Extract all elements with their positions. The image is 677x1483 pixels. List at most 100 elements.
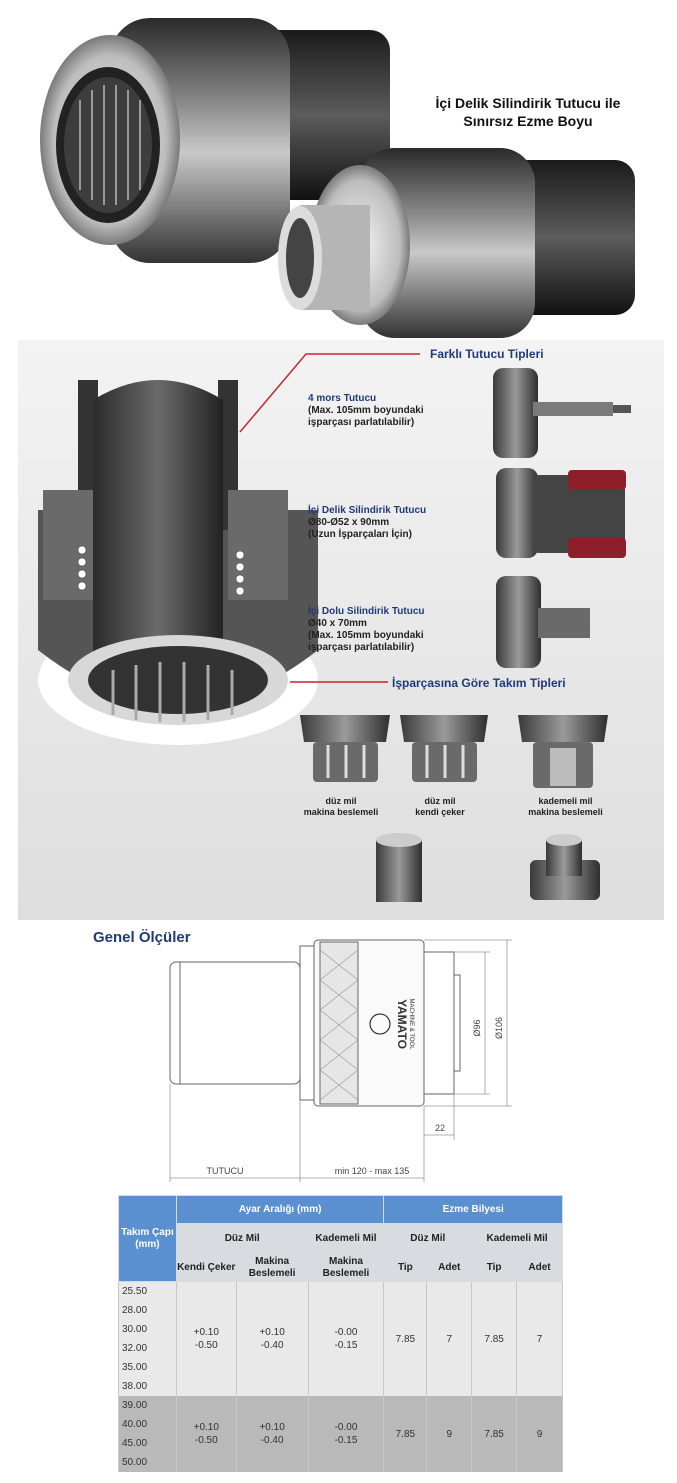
- diameter-list: 39.00 40.00 45.00 50.00: [118, 1396, 177, 1472]
- header-kademeli-makina: Makina Beslemeli: [307, 1253, 385, 1282]
- holder-type-note-1: 4 mors Tutucu (Max. 105mm boyundaki işpa…: [308, 393, 424, 429]
- dim-holder-label: TUTUCU: [207, 1166, 244, 1176]
- brand-logo-icon: [369, 1013, 391, 1035]
- diameter-value: 39.00: [122, 1400, 148, 1411]
- dim-d96: Ø96: [472, 1019, 482, 1036]
- holder-illustration: [38, 353, 631, 902]
- hero-title-line-1: İçi Delik Silindirik Tutucu ile: [435, 95, 621, 111]
- holder-type-2-line-1: Ø80-Ø52 x 90mm: [308, 517, 390, 528]
- tool-type-3-image: [518, 715, 608, 788]
- cell-duz-tip: 7.85: [383, 1396, 428, 1472]
- cell-kad-tip: 7.85: [471, 1396, 518, 1472]
- workpiece-stepped-image: [530, 834, 600, 900]
- drawing-brand: YAMATO: [395, 999, 409, 1049]
- cell-kad-adet: 9: [516, 1396, 563, 1472]
- tolerance-lower: -0.50: [194, 1435, 218, 1446]
- holder-type-3-line-3: işparçası parlatılabilir): [308, 642, 415, 653]
- dimensions-title: Genel Ölçüler: [93, 929, 191, 946]
- dimension-drawing-section: Genel Ölçüler YAMATO MACHINE & TOOL: [0, 920, 677, 1195]
- table-row: 39.00 40.00 45.00 50.00 +0.10 -0.50 +0.10…: [118, 1396, 563, 1472]
- hero-product-illustration: [40, 18, 635, 338]
- cell-kendi: +0.10 -0.50: [175, 1281, 237, 1396]
- tool-type-2-line-2: kendi çeker: [415, 807, 465, 817]
- header-kad-adet: Adet: [516, 1253, 563, 1282]
- holder-type-3-title: İçi Dolu Silindirik Tutucu: [308, 606, 425, 617]
- tool-type-1-caption: düz mil makina beslemeli: [286, 796, 396, 818]
- table-row: 25.50 28.00 30.00 32.00 35.00 38.00 +0.1…: [118, 1281, 563, 1396]
- holder-type-note-2: İçi Delik Silindirik Tutucu Ø80-Ø52 x 90…: [308, 505, 426, 541]
- cell-kad-tip: 7.85: [471, 1281, 518, 1396]
- cell-duz-adet: 7: [426, 1281, 473, 1396]
- tolerance-upper: +0.10: [193, 1327, 219, 1338]
- holder-type-solid-image: [496, 576, 590, 668]
- diameter-value: 32.00: [122, 1343, 148, 1354]
- dim-d106: Ø106: [494, 1017, 504, 1039]
- spec-table: Takım Çapı (mm) Ayar Aralığı (mm) Ezme B…: [118, 1195, 563, 1472]
- tool-types-title: İşparçasına Göre Takım Tipleri: [392, 676, 566, 690]
- hero-photo-section: İçi Delik Silindirik Tutucu ile Sınırsız…: [0, 0, 677, 340]
- tool-type-1-image: [300, 715, 390, 782]
- cell-duz-adet: 9: [426, 1396, 473, 1472]
- cutaway-holder: [38, 380, 318, 745]
- header-duz-adet: Adet: [426, 1253, 473, 1282]
- diameter-value: 35.00: [122, 1362, 148, 1373]
- tool-type-3-line-1: kademeli mil: [538, 796, 593, 806]
- holder-type-2-line-2: (Uzun İşparçaları İçin): [308, 529, 412, 540]
- tool-unit-left: [40, 18, 390, 263]
- sub-header-kademeli: Kademeli Mil: [307, 1223, 385, 1254]
- cell-makina: +0.10 -0.40: [235, 1396, 309, 1472]
- cell-kendi: +0.10 -0.50: [175, 1396, 237, 1472]
- group-header-adjust: Ayar Aralığı (mm): [175, 1195, 385, 1224]
- holder-type-3-line-2: (Max. 105mm boyundaki: [308, 630, 424, 641]
- tolerance-upper: +0.10: [259, 1422, 285, 1433]
- header-kad-tip: Tip: [471, 1253, 518, 1282]
- knurled-ring: [319, 949, 359, 1101]
- holder-type-1-title: 4 mors Tutucu: [308, 393, 377, 404]
- header-duz-tip: Tip: [383, 1253, 428, 1282]
- tolerance-upper: +0.10: [259, 1327, 285, 1338]
- holder-type-3-line-1: Ø40 x 70mm: [308, 618, 367, 629]
- header-kendi-ceker: Kendi Çeker: [175, 1253, 237, 1282]
- tolerance-upper: -0.00: [334, 1327, 358, 1338]
- cell-duz-tip: 7.85: [383, 1281, 428, 1396]
- diameter-value: 30.00: [122, 1324, 148, 1335]
- diameter-value: 28.00: [122, 1305, 148, 1316]
- diameter-value: 40.00: [122, 1419, 148, 1430]
- diameter-value: 50.00: [122, 1457, 148, 1468]
- leader-line-holder-types: [239, 353, 420, 433]
- dim-length-range: min 120 - max 135: [335, 1166, 410, 1176]
- holder-type-2-title: İçi Delik Silindirik Tutucu: [308, 505, 427, 516]
- holder-type-4-jaw-image: [493, 368, 631, 458]
- col-header-diameter: Takım Çapı (mm): [118, 1195, 177, 1282]
- holder-type-1-line-2: işparçası parlatılabilir): [308, 417, 415, 428]
- tool-type-3-caption: kademeli mil makina beslemeli: [508, 796, 623, 818]
- tolerance-lower: -0.15: [334, 1435, 358, 1446]
- holder-type-hollow-image: [496, 468, 626, 558]
- tolerance-upper: -0.00: [334, 1422, 358, 1433]
- cell-kademeli: -0.00 -0.15: [307, 1396, 385, 1472]
- sub-header-ball-kademeli: Kademeli Mil: [471, 1223, 563, 1254]
- holder-types-title: Farklı Tutucu Tipleri: [430, 347, 544, 361]
- diameter-list: 25.50 28.00 30.00 32.00 35.00 38.00: [118, 1281, 177, 1396]
- diameter-value: 25.50: [122, 1286, 148, 1297]
- group-header-ball: Ezme Bilyesi: [383, 1195, 563, 1224]
- tolerance-lower: -0.50: [194, 1340, 218, 1351]
- dimension-drawing: YAMATO MACHINE & TOOL Ø96 Ø106 22 TUTUCU…: [169, 939, 512, 1182]
- sub-header-duz-mil: Düz Mil: [175, 1223, 309, 1254]
- diameter-value: 38.00: [122, 1381, 148, 1392]
- tolerance-lower: -0.40: [260, 1340, 284, 1351]
- tolerance-lower: -0.40: [260, 1435, 284, 1446]
- tool-type-2-line-1: düz mil: [424, 796, 456, 806]
- holder-type-note-3: İçi Dolu Silindirik Tutucu Ø40 x 70mm (M…: [308, 606, 424, 654]
- header-makina-beslemeli: Makina Beslemeli: [235, 1253, 309, 1282]
- tool-type-1-line-2: makina beslemeli: [303, 807, 379, 817]
- tool-type-1-line-1: düz mil: [325, 796, 357, 806]
- tool-unit-right: [278, 148, 635, 338]
- hero-title: İçi Delik Silindirik Tutucu ile Sınırsız…: [408, 94, 648, 130]
- tolerance-lower: -0.15: [334, 1340, 358, 1351]
- workpiece-straight-image: [376, 833, 422, 902]
- diameter-value: 45.00: [122, 1438, 148, 1449]
- tolerance-upper: +0.10: [193, 1422, 219, 1433]
- cell-makina: +0.10 -0.40: [235, 1281, 309, 1396]
- tool-type-3-line-2: makina beslemeli: [528, 807, 603, 817]
